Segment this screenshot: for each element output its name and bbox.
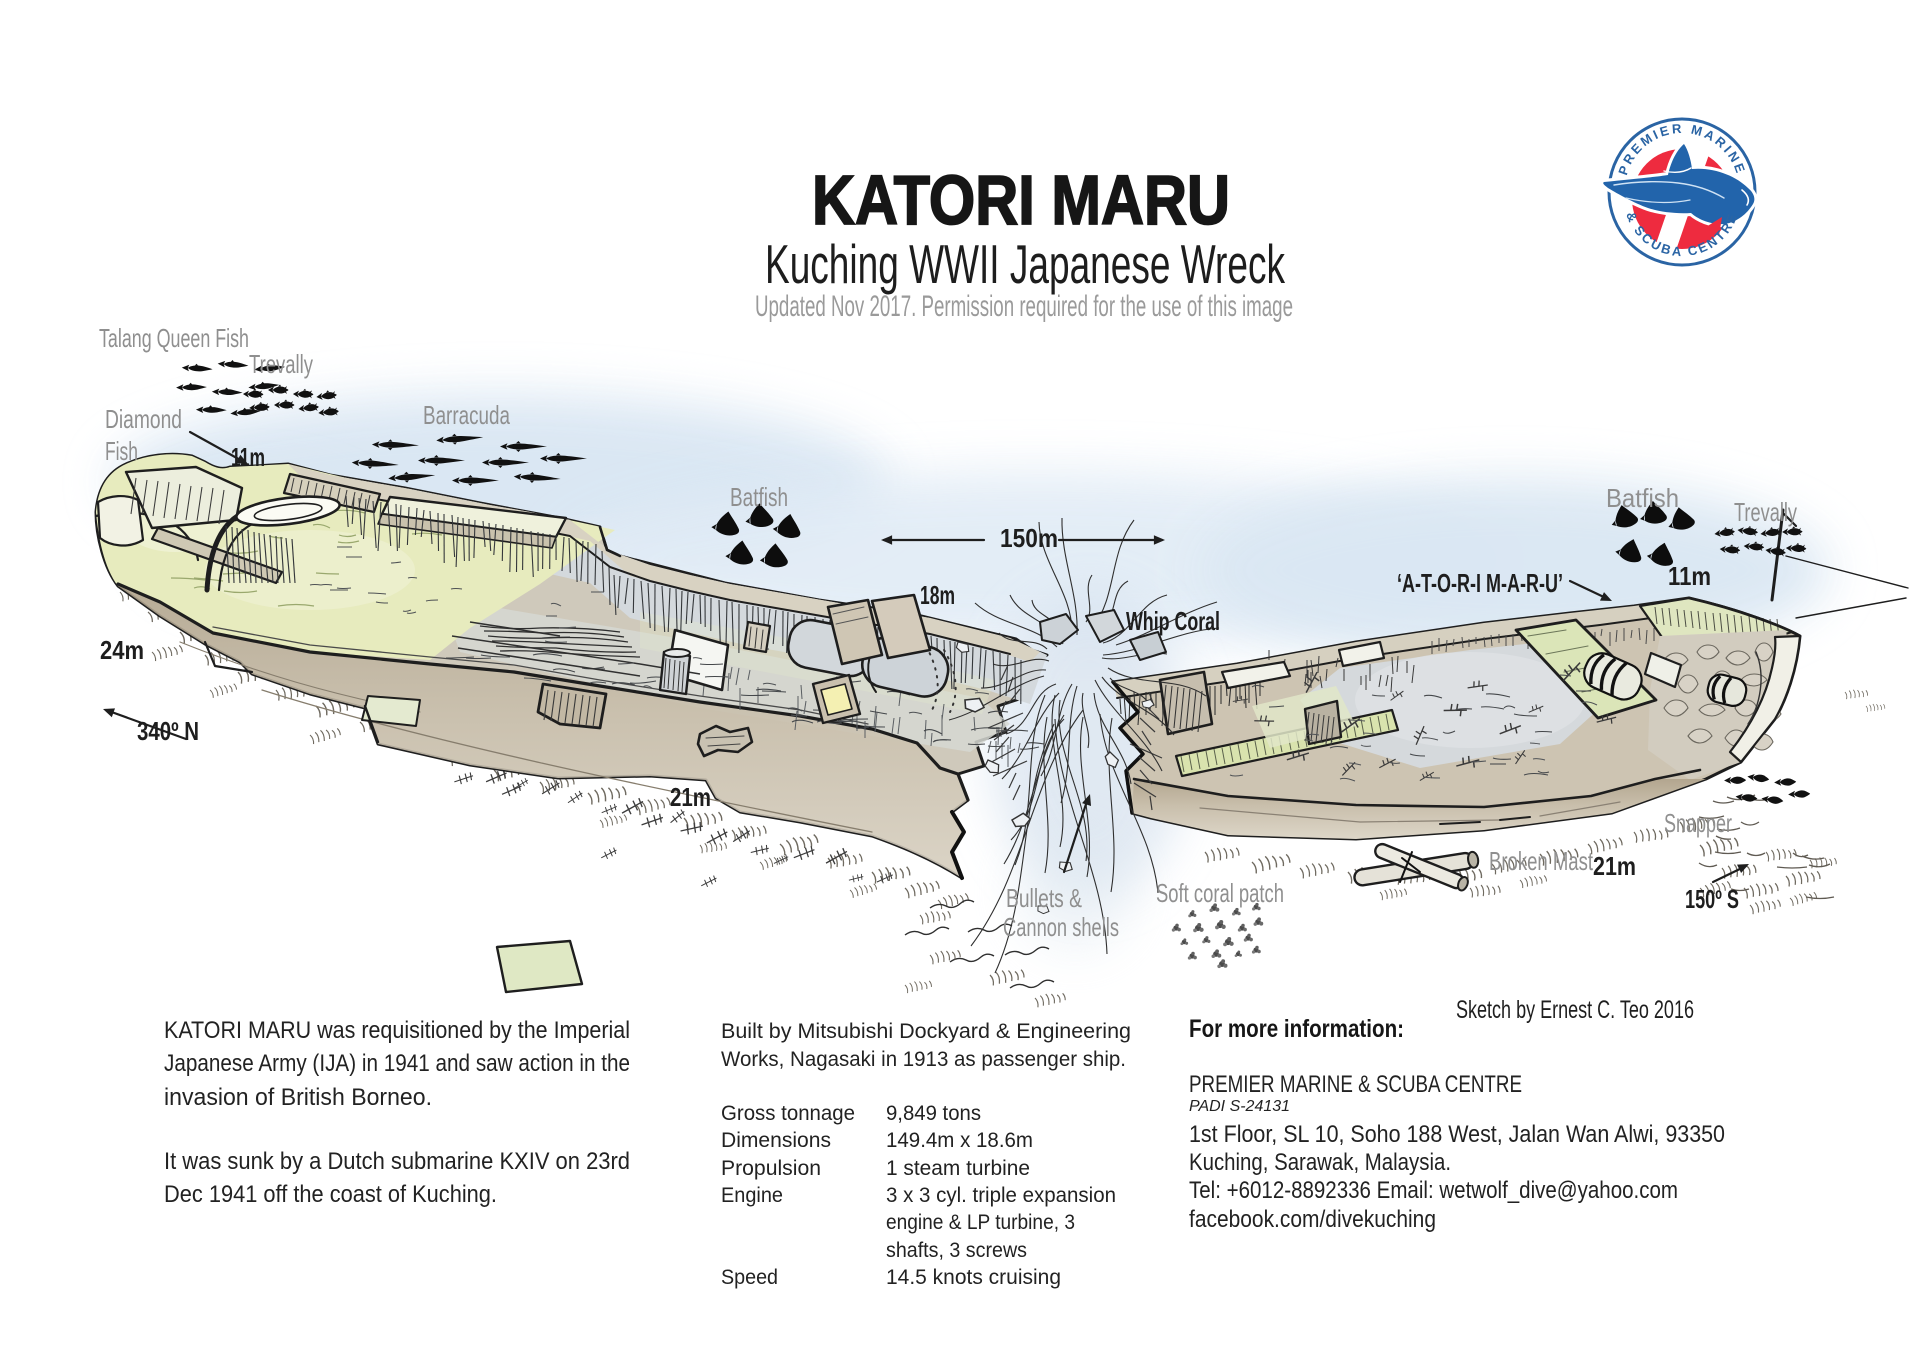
svg-text:Propulsion: Propulsion: [721, 1156, 821, 1180]
svg-text:Built by Mitsubishi Dockyard &: Built by Mitsubishi Dockyard & Engineeri…: [721, 1019, 1131, 1043]
svg-text:‘A-T-O-R-I M-A-R-U’: ‘A-T-O-R-I M-A-R-U’: [1397, 568, 1563, 598]
svg-text:Talang Queen Fish: Talang Queen Fish: [99, 323, 249, 353]
svg-text:It was sunk by a Dutch submari: It was sunk by a Dutch submarine KXIV on…: [164, 1148, 630, 1175]
svg-text:Fish: Fish: [105, 436, 138, 466]
svg-text:21m: 21m: [1593, 851, 1636, 881]
svg-text:For more information:: For more information:: [1189, 1015, 1404, 1043]
svg-text:1st Floor, SL 10, Soho 188 Wes: 1st Floor, SL 10, Soho 188 West, Jalan W…: [1189, 1121, 1725, 1148]
svg-text:14.5 knots cruising: 14.5 knots cruising: [886, 1265, 1061, 1289]
svg-text:engine & LP turbine, 3: engine & LP turbine, 3: [886, 1210, 1075, 1234]
svg-text:Batfish: Batfish: [1606, 483, 1679, 513]
svg-text:150º S: 150º S: [1685, 884, 1739, 914]
svg-text:Japanese Army (IJA) in 1941 an: Japanese Army (IJA) in 1941 and saw acti…: [164, 1050, 630, 1077]
svg-text:149.4m x 18.6m: 149.4m x 18.6m: [886, 1128, 1033, 1152]
svg-text:18m: 18m: [920, 580, 955, 610]
svg-text:Dimensions: Dimensions: [721, 1128, 831, 1152]
svg-text:invasion of British Borneo.: invasion of British Borneo.: [164, 1084, 432, 1111]
svg-text:Sketch by Ernest C. Teo 2016: Sketch by Ernest C. Teo 2016: [1456, 996, 1694, 1024]
svg-text:Broken Mast: Broken Mast: [1489, 846, 1594, 876]
svg-text:Whip Coral: Whip Coral: [1126, 606, 1220, 636]
svg-text:facebook.com/divekuching: facebook.com/divekuching: [1189, 1206, 1436, 1233]
svg-text:Dec 1941 off the coast of Kuch: Dec 1941 off the coast of Kuching.: [164, 1181, 497, 1208]
svg-text:Diamond: Diamond: [105, 404, 182, 434]
svg-text:Kuching WWII Japanese Wreck: Kuching WWII Japanese Wreck: [765, 233, 1285, 295]
svg-text:Updated Nov 2017. Permission r: Updated Nov 2017. Permission required fo…: [755, 290, 1293, 323]
svg-text:340º N: 340º N: [137, 716, 199, 746]
svg-text:Gross tonnage: Gross tonnage: [721, 1101, 855, 1125]
svg-text:KATORI MARU was requisitioned: KATORI MARU was requisitioned by the Imp…: [164, 1017, 630, 1044]
svg-text:Trevally: Trevally: [249, 349, 313, 379]
svg-text:shafts, 3 screws: shafts, 3 screws: [886, 1238, 1027, 1262]
svg-text:3 x 3 cyl. triple expansion: 3 x 3 cyl. triple expansion: [886, 1183, 1116, 1207]
svg-text:150m: 150m: [1000, 523, 1058, 553]
svg-text:Snapper: Snapper: [1664, 808, 1732, 838]
svg-text:Bullets &: Bullets &: [1006, 883, 1082, 913]
svg-text:1 steam turbine: 1 steam turbine: [886, 1156, 1030, 1180]
svg-text:PADI S-24131: PADI S-24131: [1189, 1098, 1290, 1115]
svg-text:PREMIER MARINE & SCUBA CENTRE: PREMIER MARINE & SCUBA CENTRE: [1189, 1071, 1522, 1098]
svg-text:Engine: Engine: [721, 1183, 783, 1207]
svg-text:Trevally: Trevally: [1734, 497, 1797, 527]
svg-text:Cannon shells: Cannon shells: [1003, 912, 1119, 942]
svg-text:Batfish: Batfish: [730, 482, 788, 512]
svg-text:24m: 24m: [100, 635, 144, 665]
svg-text:Tel: +6012-8892336 Email: we: Tel: +6012-8892336 Email: wetwolf_dive@y…: [1189, 1177, 1678, 1204]
svg-text:Barracuda: Barracuda: [423, 400, 510, 430]
svg-text:21m: 21m: [670, 782, 711, 812]
svg-text:Soft coral patch: Soft coral patch: [1156, 878, 1284, 908]
svg-text:11m: 11m: [231, 442, 265, 472]
svg-text:Works, Nagasaki in 1913 as pas: Works, Nagasaki in 1913 as passenger shi…: [721, 1047, 1126, 1071]
svg-text:Speed: Speed: [721, 1265, 778, 1289]
svg-text:KATORI MARU: KATORI MARU: [812, 161, 1230, 239]
svg-text:Kuching, Sarawak, Malaysia.: Kuching, Sarawak, Malaysia.: [1189, 1149, 1451, 1176]
svg-text:9,849 tons: 9,849 tons: [886, 1101, 981, 1125]
svg-text:11m: 11m: [1668, 561, 1711, 591]
